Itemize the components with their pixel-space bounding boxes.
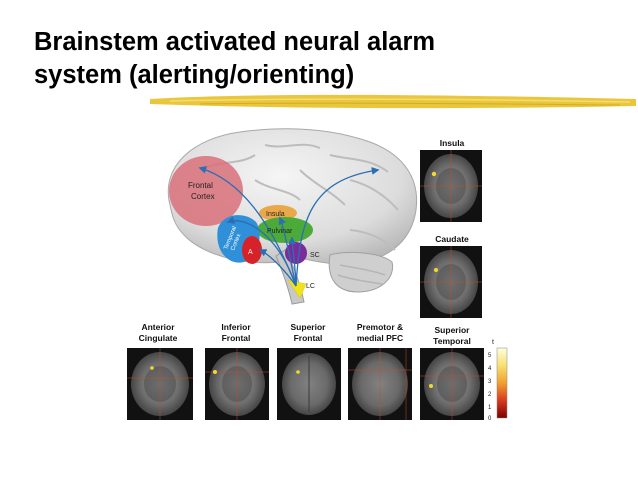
sc-label: SC bbox=[310, 252, 320, 259]
scan-superior-frontal-label-2: Frontal bbox=[294, 333, 323, 343]
scan-inferior-frontal-label-2: Frontal bbox=[222, 333, 251, 343]
colorbar-tick-1: 1 bbox=[488, 405, 492, 411]
a-label: A bbox=[248, 249, 253, 256]
scan-anterior-cingulate-label-2: Cingulate bbox=[139, 333, 178, 343]
scan-insula: Insula bbox=[420, 138, 482, 222]
slide-title-line-2: system (alerting/orienting) bbox=[34, 61, 355, 89]
frontal-label-line-1: Frontal bbox=[188, 181, 213, 190]
pulvinar-label: Pulvinar bbox=[267, 228, 293, 235]
scan-superior-temporal: Superior Temporal bbox=[420, 325, 484, 420]
projection-arrows bbox=[198, 166, 380, 287]
colorbar-title: t bbox=[492, 339, 494, 346]
scan-inferior-frontal: Inferior Frontal bbox=[205, 322, 269, 420]
scan-premotor-label-2: medial PFC bbox=[357, 333, 403, 343]
scan-premotor-medial-pfc: Premotor & medial PFC bbox=[348, 322, 412, 420]
slide-title: Brainstem activated neural alarm system … bbox=[34, 26, 624, 92]
scan-superior-frontal-label-1: Superior bbox=[291, 322, 327, 332]
lc-label: LC bbox=[306, 283, 315, 290]
frontal-cortex-region bbox=[169, 156, 243, 226]
scan-anterior-cingulate: Anterior Cingulate bbox=[127, 322, 193, 420]
scan-caudate-label: Caudate bbox=[435, 234, 469, 244]
slide-title-line-1: Brainstem activated neural alarm bbox=[34, 28, 436, 56]
colorbar-tick-3: 3 bbox=[488, 379, 492, 385]
scan-premotor-label-1: Premotor & bbox=[357, 322, 403, 332]
scan-superior-temporal-label-2: Temporal bbox=[433, 336, 471, 346]
pulvinar-region bbox=[257, 217, 313, 243]
frontal-label-line-2: Cortex bbox=[191, 192, 215, 201]
colorbar-tick-2: 2 bbox=[488, 392, 492, 398]
scan-insula-label: Insula bbox=[440, 138, 465, 148]
scan-superior-frontal: Superior Frontal bbox=[277, 322, 341, 420]
scan-superior-temporal-label-1: Superior bbox=[435, 325, 471, 335]
scan-inferior-frontal-label-1: Inferior bbox=[221, 322, 251, 332]
t-colorbar: t 5 4 3 2 1 0 bbox=[488, 339, 508, 422]
scan-caudate: Caudate bbox=[420, 234, 482, 318]
colorbar-tick-5: 5 bbox=[488, 353, 492, 359]
colorbar-tick-4: 4 bbox=[488, 366, 492, 372]
lc-region bbox=[287, 279, 307, 299]
scan-anterior-cingulate-label-1: Anterior bbox=[141, 322, 175, 332]
insula-label: Insula bbox=[266, 211, 285, 218]
colorbar-tick-0: 0 bbox=[488, 416, 492, 422]
a-region bbox=[242, 236, 262, 264]
insula-region bbox=[259, 205, 297, 221]
